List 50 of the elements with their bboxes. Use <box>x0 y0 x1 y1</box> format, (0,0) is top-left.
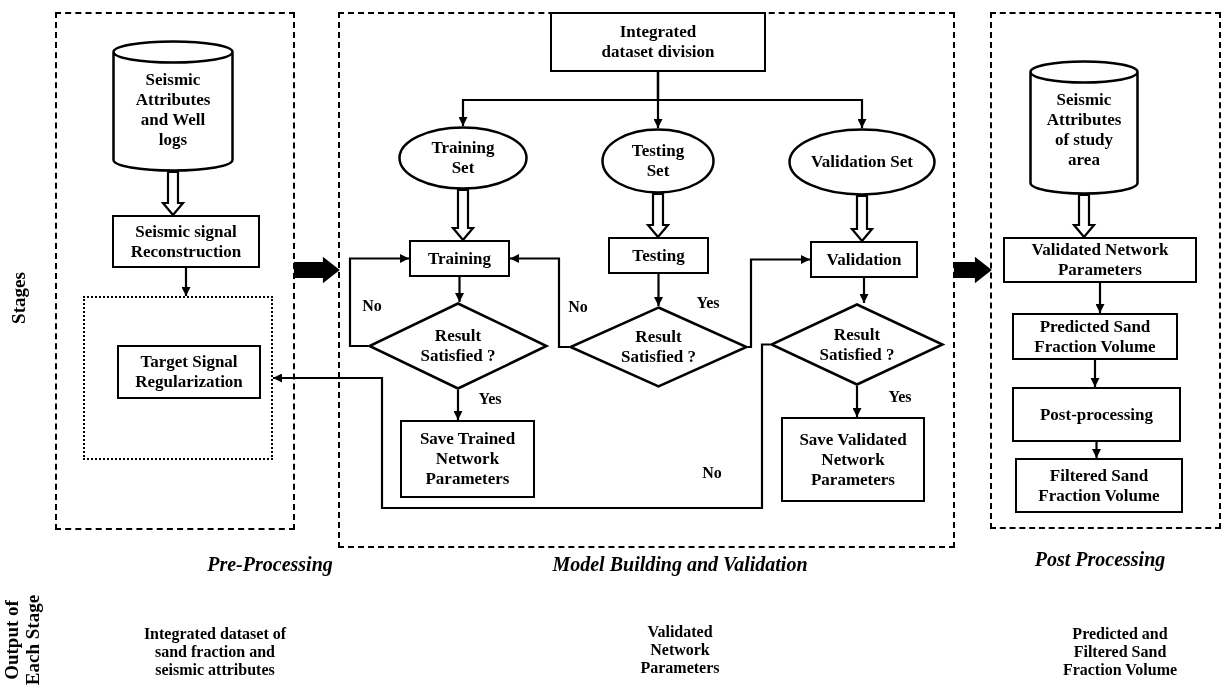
row-heading: Output of Each Stage <box>1 593 43 688</box>
arrow <box>273 343 771 510</box>
shape-label: Seismic Attributes and Well logs <box>134 70 212 150</box>
process-box: Filtered Sand Fraction Volume <box>1015 458 1183 513</box>
stage-output-text: Integrated dataset of sand fraction and seismic attributes <box>142 625 288 679</box>
block-arrow <box>293 256 340 284</box>
process-box: Validated Network Parameters <box>1003 237 1197 283</box>
process-box: Predicted Sand Fraction Volume <box>1012 313 1178 360</box>
shape-label: Result Satisfied ? <box>818 324 896 365</box>
arrow <box>852 386 862 417</box>
shape-label: Seismic Attributes of study area <box>1045 90 1123 170</box>
hollow-arrow <box>1071 193 1097 239</box>
arrow <box>1095 283 1105 313</box>
stage-output-text: Validated Network Parameters <box>639 623 721 677</box>
arrow <box>654 274 663 306</box>
process-box: Integrated dataset division <box>550 12 766 72</box>
arrow <box>453 390 463 420</box>
stage-heading: Model Building and Validation <box>552 553 808 576</box>
process-box: Save Validated Network Parameters <box>781 417 925 502</box>
process-box: Training <box>409 240 510 277</box>
stage-output-text: Predicted and Filtered Sand Fraction Volume <box>1061 625 1179 679</box>
shape-label: Training Set <box>430 138 496 178</box>
row-heading: Stages <box>7 271 29 326</box>
process-box: Save Trained Network Parameters <box>400 420 535 498</box>
hollow-arrow <box>450 188 476 242</box>
block-arrow <box>953 256 992 284</box>
shape-label: Validation Set <box>810 152 914 172</box>
process-box: Testing <box>608 237 709 274</box>
arrow <box>348 254 409 348</box>
shape-label: Result Satisfied ? <box>419 326 497 366</box>
stage-heading: Post Processing <box>1034 548 1166 571</box>
arrow <box>748 255 810 349</box>
arrow <box>1092 442 1101 458</box>
stage-heading: Pre-Processing <box>207 553 333 576</box>
process-box: Target Signal Regularization <box>117 345 261 399</box>
arrow <box>656 72 867 128</box>
hollow-arrow <box>645 192 671 239</box>
hollow-arrow <box>160 170 186 217</box>
process-box: Seismic signal Reconstruction <box>112 215 260 268</box>
shape-label: Testing Set <box>630 141 686 181</box>
process-box: Validation <box>810 241 918 278</box>
arrow <box>181 268 191 296</box>
shape-label: Result Satisfied ? <box>619 327 698 367</box>
arrow <box>510 254 569 349</box>
arrow <box>455 277 464 302</box>
hollow-arrow <box>849 194 875 243</box>
arrow <box>859 278 869 303</box>
arrow <box>1090 360 1100 387</box>
process-box: Post-processing <box>1012 387 1181 442</box>
dotted-group-box <box>83 296 273 460</box>
